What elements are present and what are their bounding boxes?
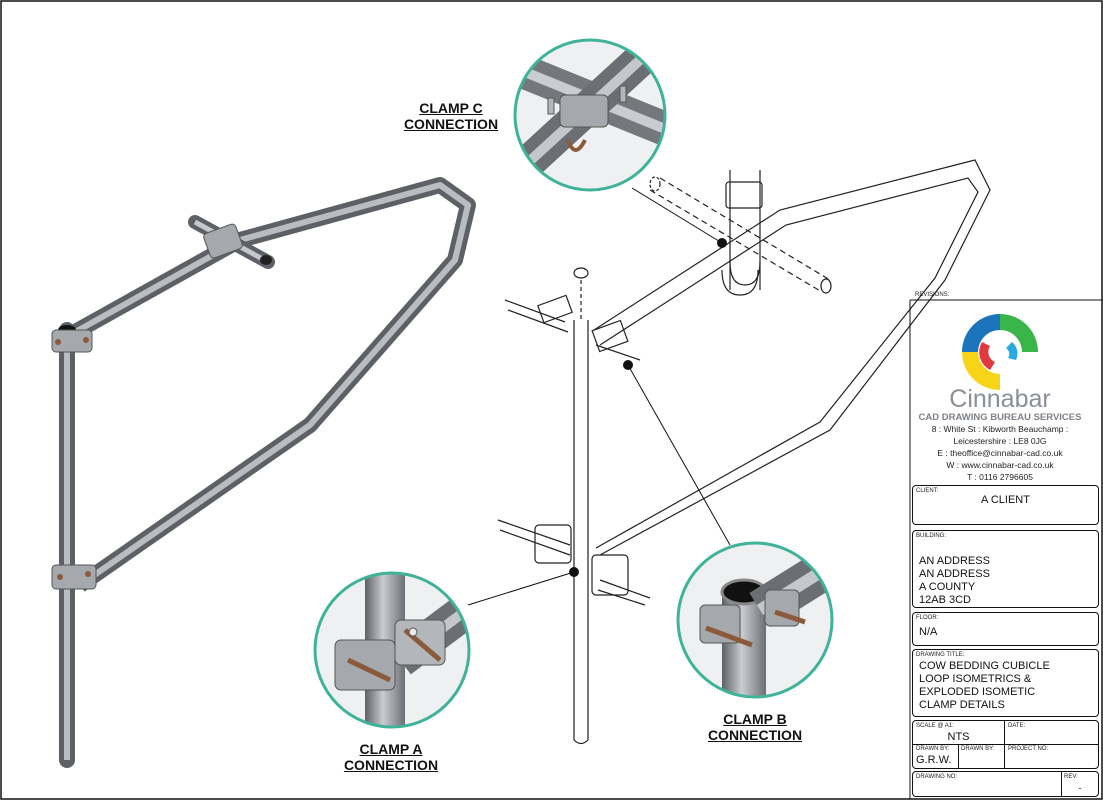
company-address-line1: 8 : White St : Kibworth Beauchamp : <box>931 424 1069 434</box>
client-box: CLIENT: A CLIENT <box>912 485 1099 525</box>
clamp-c-label-line2: CONNECTION <box>403 116 499 132</box>
rev-value: - <box>1078 783 1082 793</box>
clamp-c-label: CLAMP C CONNECTION <box>398 100 504 132</box>
floor-value: N/A <box>919 626 938 638</box>
company-email: E : theoffice@cinnabar-cad.co.uk <box>937 448 1063 458</box>
building-line-4: 12AB 3CD <box>919 594 971 606</box>
detail-circle-c <box>513 38 667 192</box>
project-no-label: PROJECT NO: <box>1008 746 1049 752</box>
left-isometric-loop <box>51 177 476 768</box>
clamp-a-label: CLAMP A CONNECTION <box>338 741 444 773</box>
drawing-no-box: DRAWING NO: REV: - <box>912 771 1099 797</box>
drawing-title-line-4: CLAMP DETAILS <box>919 699 1005 711</box>
clamp-b-label-line2: CONNECTION <box>707 727 803 743</box>
exploded-isometric <box>497 159 991 745</box>
company-address-line2: Leicestershire : LE8 0JG <box>953 436 1047 446</box>
drawing-title-line-3: EXPLODED ISOMETIC <box>919 686 1036 698</box>
drawing-title-line-1: COW BEDDING CUBICLE <box>919 660 1050 672</box>
floor-label: FLOOR: <box>916 615 939 621</box>
leader-line-c <box>631 187 723 244</box>
date-label: DATE: <box>1008 723 1026 729</box>
rev-label: REV: <box>1064 774 1078 780</box>
drawing-title-line-2: LOOP ISOMETRICS & <box>919 673 1032 685</box>
company-tagline: CAD DRAWING BUREAU SERVICES <box>918 412 1082 423</box>
clamp-a-label-line1: CLAMP A <box>359 741 423 757</box>
drawn-by-value: G.R.W. <box>916 754 952 766</box>
client-label: CLIENT: <box>916 488 939 494</box>
leader-line-a <box>467 571 575 606</box>
drawn-by-label: DRAWN BY: <box>916 746 950 752</box>
scale-grid-box: SCALE @ A1: NTS DATE: DRAWN BY: G.R.W. D… <box>912 720 1099 769</box>
cinnabar-logo <box>962 314 1038 390</box>
clamp-b-label-line1: CLAMP B <box>723 711 787 727</box>
drawn-by2-label: DRAWN BY: <box>961 746 995 752</box>
detail-circle-b <box>676 541 834 699</box>
floor-box: FLOOR: N/A <box>912 612 1099 646</box>
building-line-3: A COUNTY <box>919 581 976 593</box>
clamp-b-label: CLAMP B CONNECTION <box>702 711 808 743</box>
client-value: A CLIENT <box>981 494 1030 506</box>
drawing-title-label: DRAWING TITLE: <box>916 652 965 658</box>
drawing-title-box: DRAWING TITLE: COW BEDDING CUBICLE LOOP … <box>912 649 1099 717</box>
leader-line-b <box>627 364 731 546</box>
clamp-c-label-line1: CLAMP C <box>419 100 483 116</box>
company-name: Cinnabar <box>949 385 1051 413</box>
scale-value: NTS <box>947 731 970 743</box>
building-label: BUILDING: <box>916 533 947 539</box>
company-phone: T : 0116 2796605 <box>967 472 1033 482</box>
building-line-1: AN ADDRESS <box>919 555 990 567</box>
clamp-a-label-line2: CONNECTION <box>343 757 439 773</box>
company-web: W : www.cinnabar-cad.co.uk <box>946 460 1054 470</box>
building-line-2: AN ADDRESS <box>919 568 990 580</box>
detail-circle-a <box>313 571 471 729</box>
revisions-label: REVISIONS: <box>915 292 950 298</box>
drawing-no-label: DRAWING NO: <box>916 774 958 780</box>
scale-label: SCALE @ A1: <box>916 723 954 729</box>
building-box: BUILDING: AN ADDRESS AN ADDRESS A COUNTY… <box>912 530 1099 608</box>
